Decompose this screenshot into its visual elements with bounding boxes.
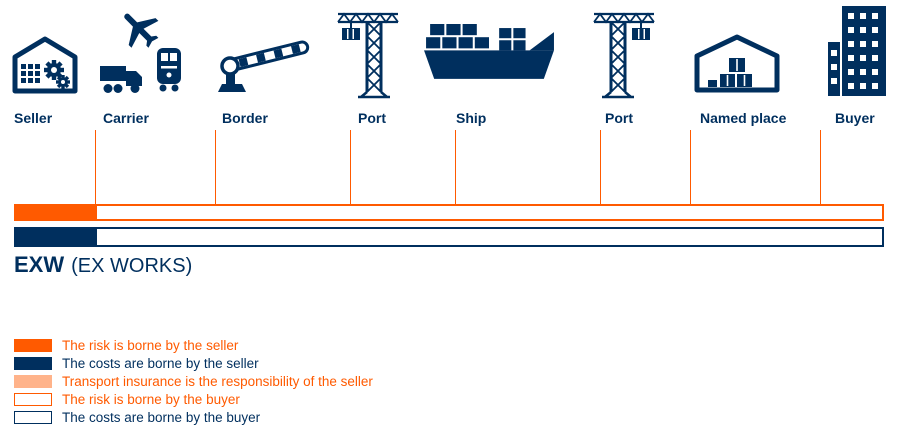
cost-bar [14, 227, 884, 247]
legend-swatch-orange-outline [14, 393, 52, 406]
risk-bar [14, 204, 884, 221]
legend-row-cost-seller: The costs are borne by the seller [14, 356, 373, 371]
legend-row-risk-seller: The risk is borne by the seller [14, 338, 373, 353]
container-ship-icon [422, 24, 556, 91]
risk-buyer-segment [95, 204, 884, 221]
incoterm-name: (EX WORKS) [71, 255, 193, 277]
legend-label: The costs are borne by the buyer [62, 410, 261, 425]
incoterm-title: EXW (EX WORKS) [14, 252, 192, 278]
column-divider [820, 130, 821, 204]
warehouse-gears-icon [12, 36, 78, 94]
legend-swatch-orange-filled [14, 339, 52, 352]
legend-row-risk-buyer: The risk is borne by the buyer [14, 392, 373, 407]
train-icon [156, 48, 182, 94]
station-label-carrier: Carrier [103, 110, 149, 126]
office-building-icon [826, 4, 888, 98]
legend-swatch-navy-outline [14, 411, 52, 424]
column-divider [455, 130, 456, 204]
legend: The risk is borne by the seller The cost… [14, 338, 373, 429]
legend-label: Transport insurance is the responsibilit… [62, 374, 373, 389]
column-divider [690, 130, 691, 204]
column-divider [350, 130, 351, 204]
column-divider [600, 130, 601, 204]
station-label-port-1: Port [358, 110, 386, 126]
harbor-crane-icon [336, 8, 400, 99]
legend-swatch-light-orange-filled [14, 375, 52, 388]
station-label-ship: Ship [456, 110, 487, 126]
harbor-crane-icon [592, 8, 656, 99]
warehouse-boxes-icon [694, 34, 780, 94]
truck-icon [100, 60, 148, 94]
legend-swatch-navy-filled [14, 357, 52, 370]
risk-seller-segment [14, 204, 95, 221]
legend-label: The costs are borne by the seller [62, 356, 259, 371]
incoterm-code: EXW [14, 252, 65, 277]
border-barrier-icon [214, 24, 314, 94]
station-label-port-2: Port [605, 110, 633, 126]
station-label-buyer: Buyer [835, 110, 875, 126]
column-divider [215, 130, 216, 204]
legend-label: The risk is borne by the buyer [62, 392, 240, 407]
column-divider [95, 130, 96, 204]
legend-label: The risk is borne by the seller [62, 338, 239, 353]
legend-row-cost-buyer: The costs are borne by the buyer [14, 410, 373, 425]
cost-buyer-segment [95, 227, 884, 247]
station-label-border: Border [222, 110, 268, 126]
legend-row-insurance-seller: Transport insurance is the responsibilit… [14, 374, 373, 389]
cost-seller-segment [14, 227, 95, 247]
airplane-icon [116, 4, 164, 52]
station-label-named-place: Named place [700, 110, 787, 126]
station-label-seller: Seller [14, 110, 53, 126]
